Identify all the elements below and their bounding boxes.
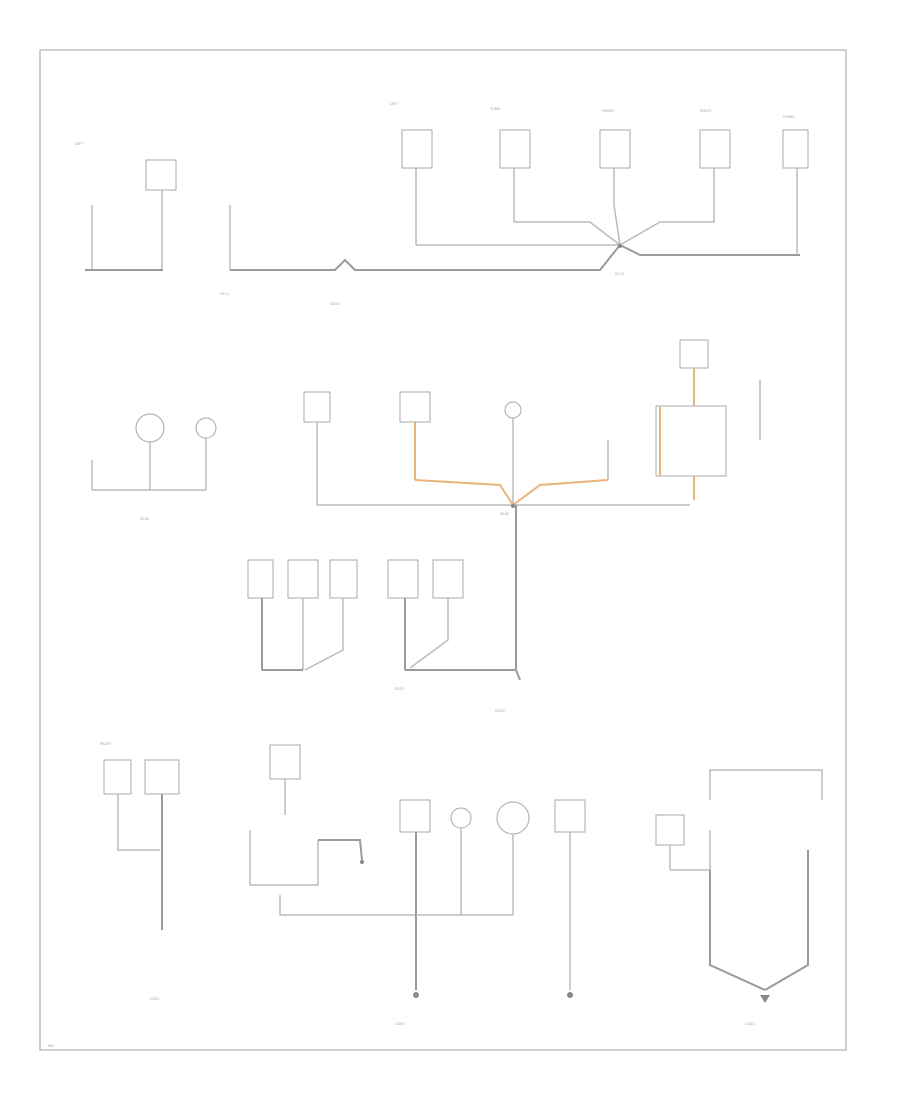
component-box [399, 799, 431, 833]
component-box [401, 129, 433, 169]
svg-text:LEFT: LEFT [390, 102, 399, 106]
svg-text:LEFT: LEFT [75, 142, 84, 146]
component-circle [195, 417, 217, 439]
svg-text:G200: G200 [495, 709, 505, 713]
component-circle [496, 801, 530, 835]
component-box [303, 391, 331, 423]
svg-text:S202: S202 [140, 517, 149, 521]
component-box [679, 339, 709, 369]
svg-text:W4: W4 [48, 1044, 55, 1048]
component-box [144, 759, 180, 795]
component-box [103, 759, 132, 795]
module-box [655, 405, 727, 477]
svg-text:FRONT: FRONT [602, 109, 615, 113]
component-circle [504, 401, 522, 419]
component-circle [450, 807, 472, 829]
ground-group-bottom: RIGHT G301 G300 G302 W4 [48, 742, 823, 1048]
svg-text:G301: G301 [150, 997, 160, 1001]
component-box [387, 559, 419, 599]
component-box [269, 744, 301, 780]
svg-text:TURN: TURN [489, 107, 500, 111]
component-box [499, 129, 531, 169]
svg-text:S201: S201 [395, 687, 404, 691]
diagram-frame [39, 49, 847, 1051]
component-box [399, 391, 431, 423]
component-box [655, 814, 685, 846]
svg-text:S200: S200 [500, 512, 510, 516]
component-box [432, 559, 464, 599]
component-box [247, 559, 274, 599]
ground-group-top: LEFT LEFT TURN FRONT RIGHT CHIME G111 G1… [75, 102, 809, 306]
svg-text:G302: G302 [745, 1022, 755, 1026]
component-box [145, 159, 177, 191]
component-box [782, 129, 809, 169]
component-circle [135, 413, 165, 443]
component-box [554, 799, 586, 833]
svg-text:G300: G300 [395, 1022, 405, 1026]
svg-text:CHIME: CHIME [783, 115, 795, 119]
component-box [599, 129, 631, 169]
svg-text:RIGHT: RIGHT [700, 109, 712, 113]
component-box [699, 129, 731, 169]
svg-text:S111: S111 [220, 292, 229, 296]
ground-group-middle: S200 G200 S201 S202 [91, 339, 761, 713]
svg-text:G111: G111 [615, 272, 625, 276]
svg-text:RIGHT: RIGHT [100, 742, 112, 746]
component-box [329, 559, 358, 599]
component-box [287, 559, 319, 599]
svg-text:G100: G100 [330, 302, 340, 306]
